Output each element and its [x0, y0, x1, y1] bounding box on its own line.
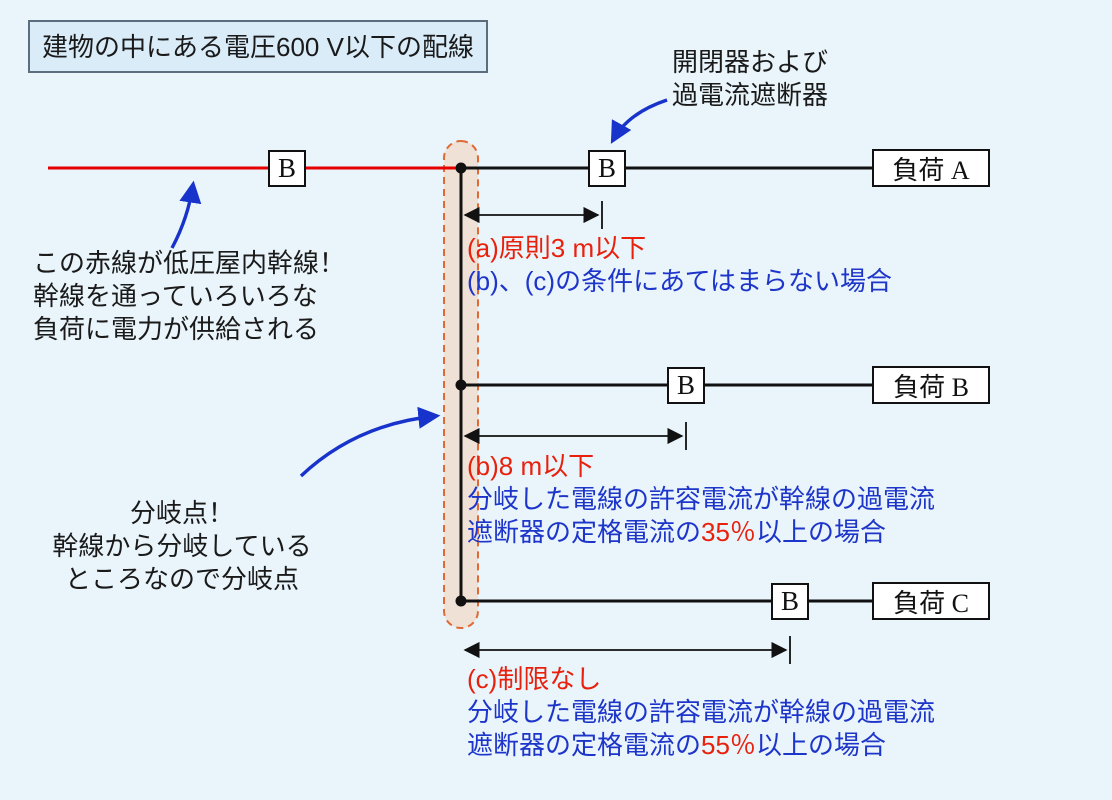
rule-b-condition-pre: 遮断器の定格電流の — [467, 517, 702, 547]
breaker-annotation: 開閉器および 過電流遮断器 — [672, 46, 828, 112]
load-box-a: 負荷 A — [872, 149, 990, 187]
rule-c-condition-pre: 遮断器の定格電流の — [467, 730, 702, 760]
branch-point-note: 分岐点！ 幹線から分岐している ところなので分岐点 — [52, 497, 312, 596]
branch-point-note-line3: ところなので分岐点 — [64, 564, 299, 594]
rule-c-percent: 55％ — [701, 730, 756, 760]
feeder-note-line3: 負荷に電力が供給される — [33, 314, 320, 344]
feeder-note: この赤線が低圧屋内幹線！ 幹線を通っていろいろな 負荷に電力が供給される — [33, 247, 345, 346]
rule-c-condition-line1: 分岐した電線の許容電流が幹線の過電流 — [467, 697, 936, 727]
title-box: 建物の中にある電圧600 V以下の配線 — [28, 20, 488, 73]
breaker-box-branch-b: B — [667, 367, 705, 404]
breaker-annotation-line2: 過電流遮断器 — [672, 80, 829, 110]
rule-a-limit: (a)原則3 m以下 — [467, 233, 647, 263]
rule-c-limit: (c)制限なし — [467, 664, 602, 694]
branch-dot-a — [455, 162, 467, 174]
arrow-to-branch-point — [299, 406, 441, 478]
load-box-c: 負荷 C — [872, 582, 990, 620]
breaker-annotation-line1: 開閉器および — [672, 47, 829, 77]
rule-b-condition-line1: 分岐した電線の許容電流が幹線の過電流 — [467, 484, 936, 514]
rule-b-condition-line2: 遮断器の定格電流の35％以上の場合 — [467, 516, 935, 549]
rule-c-condition-line2: 遮断器の定格電流の55％以上の場合 — [467, 729, 935, 762]
branch-dot-c — [455, 595, 467, 607]
rule-b-percent: 35％ — [701, 517, 756, 547]
feeder-note-line1: この赤線が低圧屋内幹線！ — [33, 248, 346, 278]
rule-c: (c)制限なし 分岐した電線の許容電流が幹線の過電流 遮断器の定格電流の55％以… — [467, 663, 935, 762]
breaker-box-feeder: B — [268, 150, 306, 187]
rule-c-condition-post: 以上の場合 — [755, 730, 886, 760]
arrow-to-breaker — [610, 98, 668, 144]
load-box-b: 負荷 B — [872, 366, 990, 404]
rule-b-limit: (b)8 m以下 — [467, 451, 595, 481]
breaker-box-branch-a: B — [588, 150, 626, 187]
rule-a: (a)原則3 m以下 (b)、(c)の条件にあてはまらない場合 — [467, 232, 892, 298]
breaker-box-branch-c: B — [771, 583, 809, 620]
arrow-to-feeder — [170, 180, 202, 249]
branch-point-note-line1: 分岐点！ — [129, 498, 234, 528]
rule-b-condition-post: 以上の場合 — [755, 517, 886, 547]
branch-dot-b — [455, 379, 467, 391]
branch-point-note-line2: 幹線から分岐している — [52, 531, 312, 561]
rule-a-condition: (b)、(c)の条件にあてはまらない場合 — [467, 266, 893, 296]
feeder-note-line2: 幹線を通っていろいろな — [33, 281, 318, 311]
rule-b: (b)8 m以下 分岐した電線の許容電流が幹線の過電流 遮断器の定格電流の35％… — [467, 450, 935, 549]
